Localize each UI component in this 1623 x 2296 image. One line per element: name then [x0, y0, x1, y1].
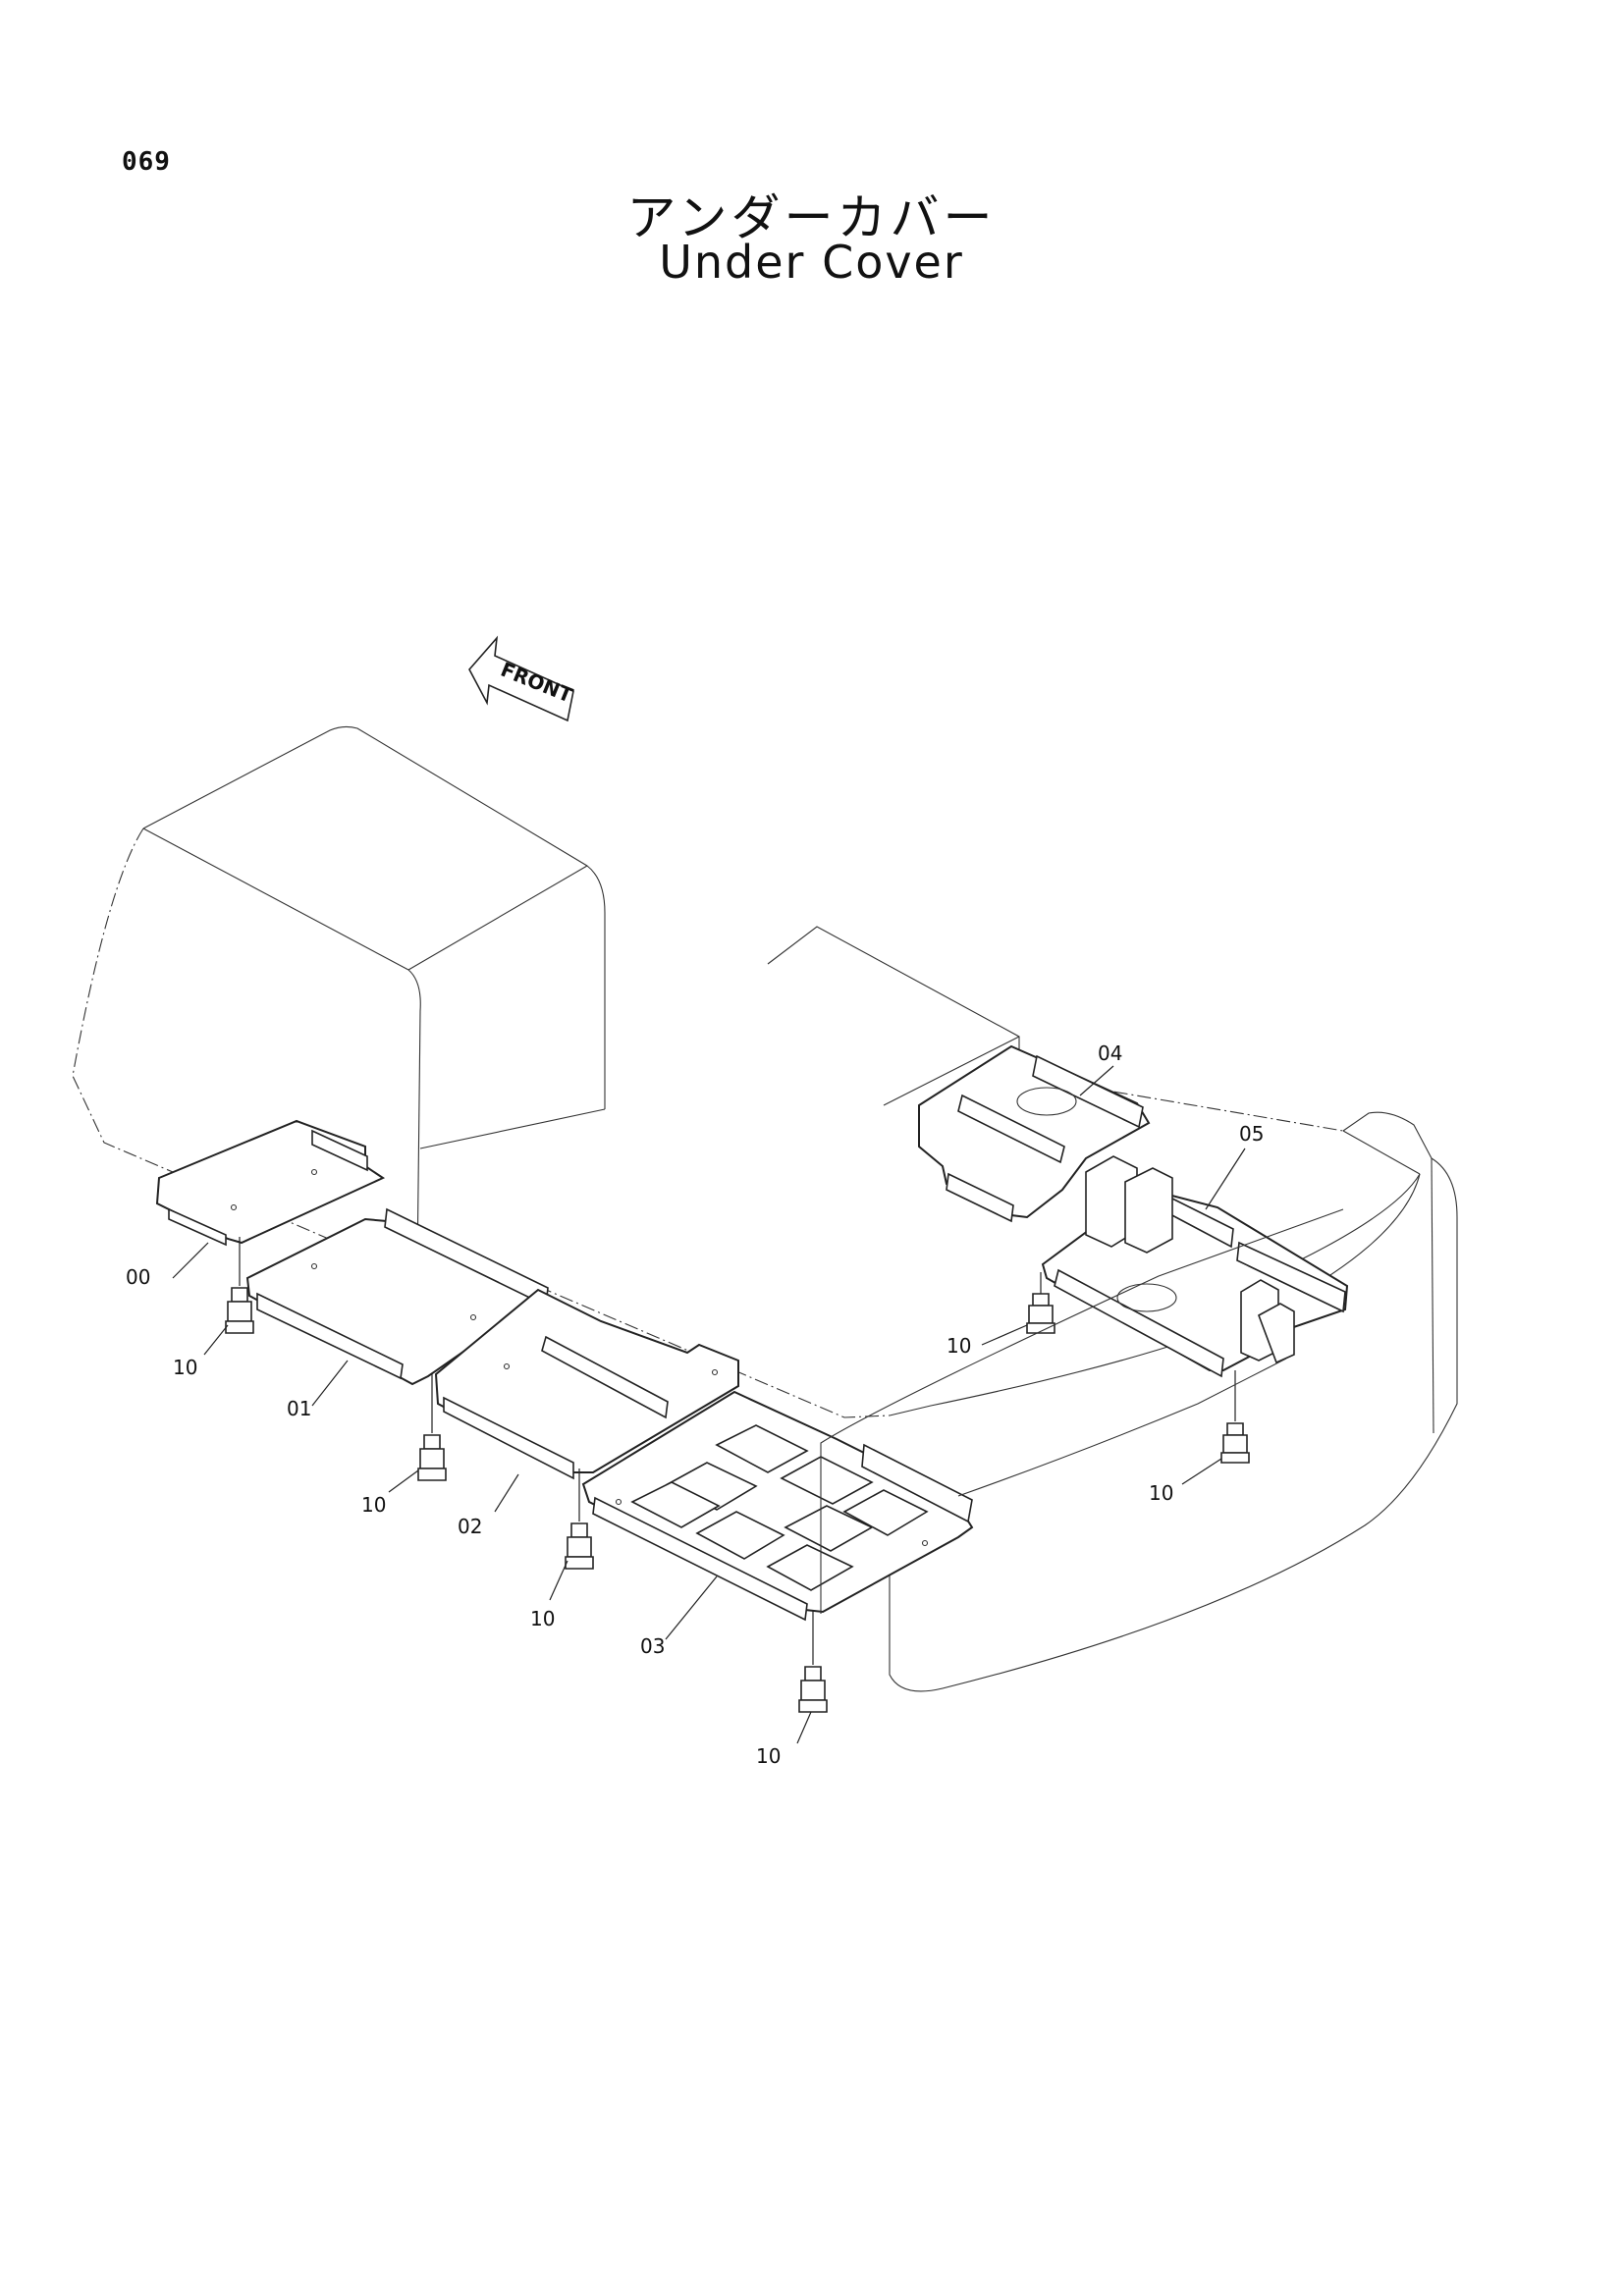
front-arrow-icon: FRONT: [468, 635, 576, 722]
leader-10b: [388, 1469, 419, 1493]
callout-10a: 10: [173, 1356, 197, 1379]
callout-02: 02: [458, 1515, 482, 1538]
bolt-icon-a: [225, 1237, 254, 1334]
vent-slots: [630, 1424, 929, 1591]
callout-01: 01: [287, 1397, 311, 1420]
leader-00: [172, 1242, 209, 1279]
hinge-bracket: [1085, 1155, 1295, 1364]
guide-line-a: [820, 1208, 1344, 1614]
leader-01: [311, 1360, 349, 1407]
cover-plate-05: [1041, 1155, 1349, 1378]
callout-10c: 10: [530, 1607, 555, 1630]
callout-10e: 10: [947, 1334, 971, 1358]
callout-04: 04: [1098, 1041, 1122, 1065]
callout-10d: 10: [756, 1744, 781, 1768]
leader-02: [494, 1473, 519, 1513]
title-english: Under Cover: [659, 236, 964, 289]
leader-10a: [203, 1324, 229, 1356]
front-label: FRONT: [498, 658, 576, 708]
bolt-icon-b: [417, 1374, 447, 1481]
callout-00: 00: [126, 1265, 150, 1289]
bolt-icon-d: [798, 1610, 828, 1713]
guide-line-b: [957, 1358, 1287, 1497]
frame-edge-line: [407, 1230, 891, 1418]
bolt-icon-e: [1026, 1272, 1055, 1334]
callout-10b: 10: [361, 1493, 386, 1517]
cover-plate-01: [245, 1207, 549, 1386]
leader-10f: [1181, 1458, 1222, 1485]
cover-plate-02: [434, 1288, 739, 1480]
callout-05: 05: [1239, 1122, 1264, 1146]
callout-03: 03: [640, 1634, 665, 1658]
leader-04: [1079, 1065, 1114, 1096]
bolt-icon-f: [1220, 1370, 1250, 1464]
leader-05: [1205, 1148, 1246, 1210]
title-japanese: アンダーカバー: [626, 189, 997, 246]
cab-housing: [72, 725, 606, 1362]
bolt-icon-c: [565, 1468, 594, 1570]
page-number: 069: [122, 147, 171, 177]
cover-plate-04: [918, 1044, 1151, 1223]
leader-03: [665, 1575, 718, 1640]
leader-10d: [796, 1711, 812, 1744]
cover-plate-00: [155, 1119, 386, 1247]
cover-plate-03: [581, 1390, 974, 1622]
callout-10f: 10: [1149, 1481, 1173, 1505]
leader-10c: [549, 1560, 568, 1601]
leader-10e: [981, 1324, 1028, 1346]
